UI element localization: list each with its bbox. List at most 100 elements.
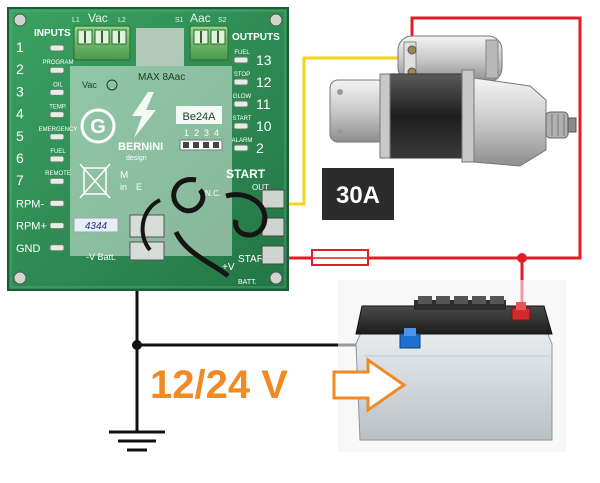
mfr-text: in (120, 182, 127, 192)
output-pin-pad (233, 122, 249, 130)
board-wire-loop (140, 198, 162, 252)
input-pin-pad (49, 44, 65, 52)
vac-terminal-block (73, 25, 131, 61)
input-pin-pad (49, 222, 65, 230)
max-current-label: MAX 8Aac (138, 72, 185, 83)
header-l1: L1 (72, 17, 80, 24)
output-pin-number: 2 (256, 140, 264, 156)
board-wire-loop (225, 192, 268, 238)
sub-vac-label: Vac (82, 80, 97, 90)
input-pin-pad (49, 177, 65, 185)
plus-v-label: +V (222, 262, 235, 273)
start-output-label: START (226, 167, 266, 181)
ac-source-icon (106, 79, 118, 91)
board-wire-loop (173, 230, 230, 278)
relay-nc-label: N.C. (205, 189, 221, 198)
control-board: Vac L1 L2 Aac S1 S2 Vac MAX 8A (7, 7, 289, 291)
output-pin-pad (233, 56, 249, 64)
relay-component (129, 214, 165, 238)
handwritten-serial: 4344 (85, 221, 108, 232)
input-pin-label: FUEL (50, 149, 66, 155)
red-wire-junction (517, 253, 527, 263)
screw-icon (269, 271, 283, 285)
input-pin-number: 5 (16, 128, 24, 144)
input-pin-number: 1 (16, 39, 24, 55)
output-pin-label: STOP (234, 72, 250, 78)
brand-subtitle: design (126, 155, 147, 162)
input-pin-pad (49, 66, 65, 74)
handwritten-sticker (73, 217, 119, 233)
output-pin-label: GLOW (233, 94, 252, 100)
output-pin-number: 11 (256, 96, 271, 112)
input-pin-label: PROGRAM (42, 60, 73, 66)
output-pin-label: ALARM (232, 138, 253, 144)
dip-number: 3 (204, 128, 209, 138)
negative-terminal-icon (399, 333, 421, 349)
input-pin-number: RPM- (16, 198, 44, 210)
header-vac: Vac (88, 11, 108, 25)
input-pin-pad (49, 133, 65, 141)
header-aac: Aac (190, 11, 211, 25)
input-pin-pad (49, 155, 65, 163)
header-s2: S2 (218, 17, 227, 24)
vent-cap-icon (490, 296, 504, 304)
terminal-stud-icon (407, 45, 417, 55)
model-label: Be24A (182, 111, 216, 123)
vent-cap-icon (436, 296, 450, 304)
screw-icon (13, 271, 27, 285)
ground-junction (132, 340, 142, 350)
mfr-text: M (120, 170, 128, 181)
yellow-wire-start-signal (284, 56, 398, 206)
fuse-rating-badge: 30A (322, 168, 394, 220)
transformer-component (136, 28, 184, 66)
input-pin-number: 7 (16, 172, 24, 188)
dip-number: 2 (194, 128, 199, 138)
input-pin-label: REMOTE (45, 171, 71, 177)
ground-symbol (109, 430, 165, 452)
inputs-title: INPUTS (34, 28, 71, 39)
battery (338, 280, 566, 452)
input-pin-number: 3 (16, 83, 24, 99)
input-pin-list: 1 2 PROGRAM 3 OIL 4 TEMP. 5 EMERGENCY 6 FUEL 7 REMOT… (16, 39, 77, 255)
outputs-title: OUTPUTS (232, 32, 280, 43)
output-pin-pad (233, 78, 249, 86)
fuse-symbol (311, 249, 369, 266)
logo-circle-icon (80, 108, 116, 144)
start-bottom-label: START (238, 254, 270, 265)
model-box (176, 106, 222, 124)
neg-batt-label: -V Batt. (86, 252, 116, 262)
brand-name: BERNINI (118, 141, 163, 153)
dip-number: 1 (184, 128, 189, 138)
input-pin-pad (49, 199, 65, 207)
output-pin-pad (233, 144, 249, 152)
output-pin-pad (233, 100, 249, 108)
output-pin-number: 12 (256, 74, 272, 90)
voltage-label: 12/24 V (150, 363, 288, 407)
out-terminal (261, 189, 285, 209)
input-pin-label: EMERGENCY (39, 127, 78, 133)
vent-cap-icon (472, 296, 486, 304)
input-pin-number: GND (16, 243, 41, 255)
input-pin-number: RPM+ (16, 221, 47, 233)
mfr-text: E (136, 182, 142, 192)
output-pin-number: 13 (256, 52, 272, 68)
batt-label: BATT. (238, 279, 257, 286)
out-label: OUT (252, 183, 269, 192)
dip-switch: 1 2 3 4 (179, 128, 223, 151)
input-pin-number: 2 (16, 61, 24, 77)
input-pin-pad (49, 88, 65, 96)
weee-bin-icon (79, 163, 111, 199)
board-wire-loop (171, 177, 206, 214)
output-pin-label: START (232, 116, 251, 122)
screw-icon (269, 13, 283, 27)
fuse-rating-label: 30A (336, 182, 380, 209)
input-pin-number: 6 (16, 150, 24, 166)
input-pin-label: TEMP. (49, 105, 67, 111)
input-pin-label: OIL (53, 82, 63, 88)
logo-letter: G (90, 116, 106, 138)
vent-cap-icon (454, 296, 468, 304)
vent-cap-icon (418, 296, 432, 304)
input-pin-number: 4 (16, 106, 24, 122)
